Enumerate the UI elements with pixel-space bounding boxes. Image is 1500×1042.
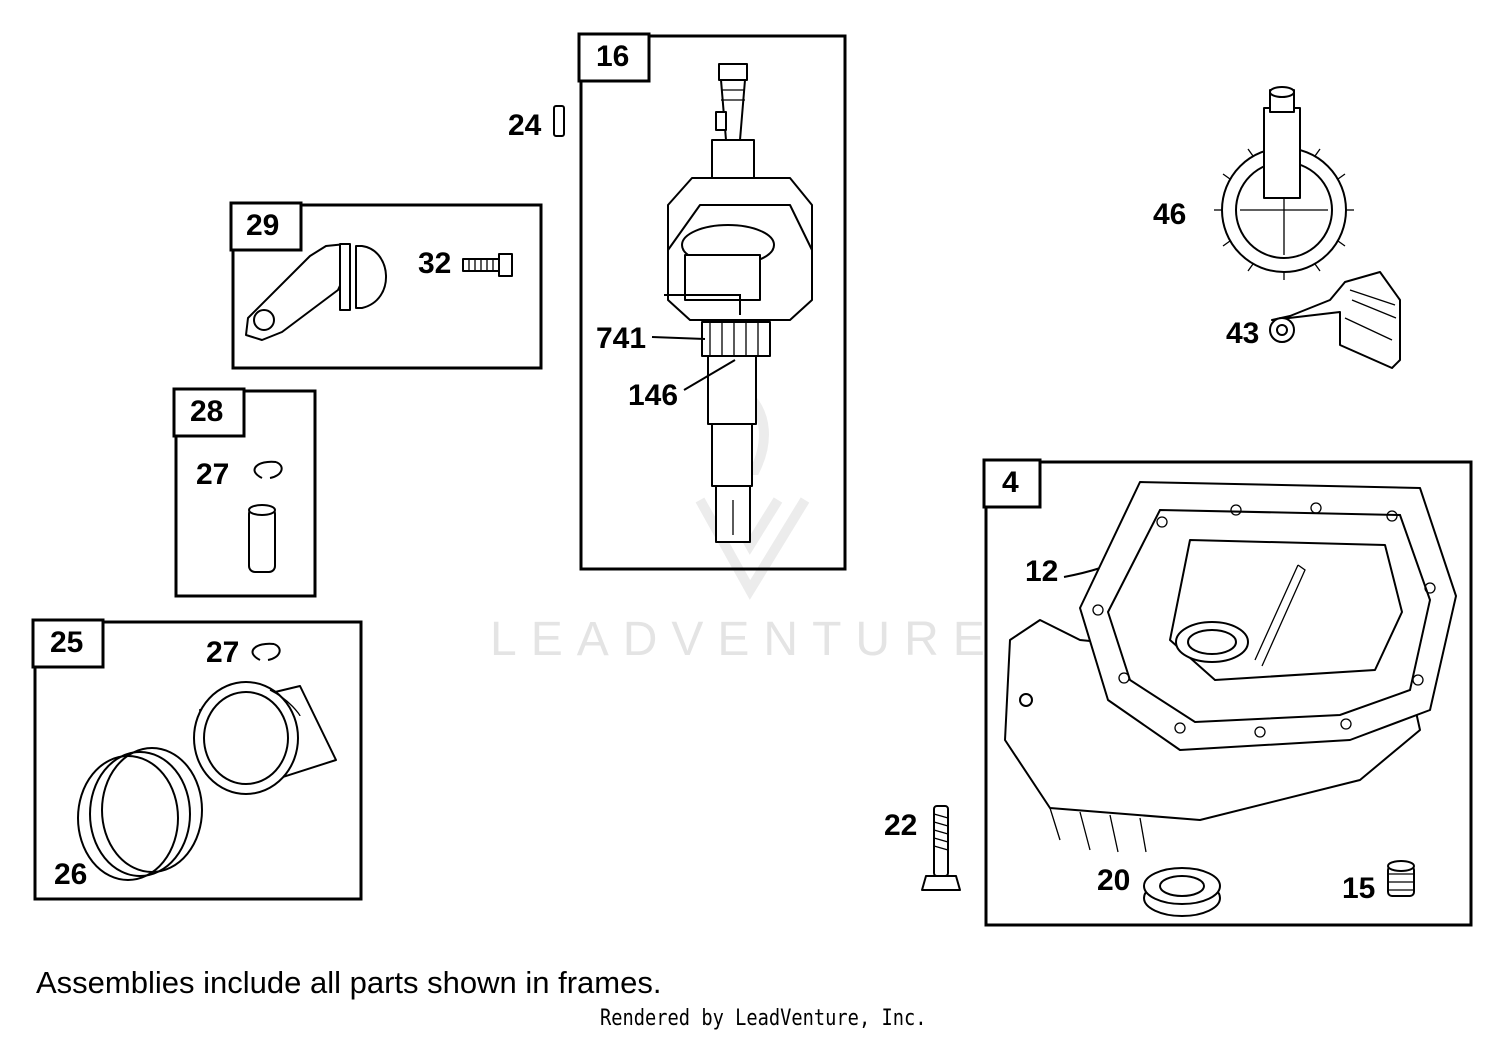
crankshaft-key[interactable]	[553, 105, 565, 137]
camshaft-gear[interactable]	[1214, 86, 1354, 280]
label-27-frame28: 27	[196, 458, 229, 491]
label-43: 43	[1226, 317, 1259, 350]
frame-28-tag: 28	[190, 395, 223, 428]
frame-4: 4	[982, 458, 1473, 927]
connecting-rod[interactable]	[245, 243, 387, 341]
frame-16-tag: 16	[596, 40, 629, 73]
crankcase-bolt[interactable]	[921, 805, 961, 891]
frame-25-tag: 25	[50, 626, 83, 659]
governor-assembly[interactable]	[1269, 271, 1401, 369]
label-24: 24	[508, 109, 542, 142]
retaining-clip[interactable]	[253, 460, 283, 479]
label-12: 12	[1025, 555, 1058, 588]
frame-4-tag: 4	[1002, 466, 1019, 499]
frame-29-tag: 29	[246, 209, 279, 242]
label-15: 15	[1342, 872, 1375, 905]
label-20: 20	[1097, 864, 1130, 897]
label-27-frame25: 27	[206, 636, 239, 669]
oil-seal[interactable]	[1143, 867, 1221, 917]
frame-28: 28	[172, 387, 317, 598]
piston-clip[interactable]	[251, 642, 281, 661]
frame-16: 16	[577, 32, 847, 571]
piston-rings[interactable]	[77, 747, 203, 881]
label-146: 146	[628, 379, 678, 412]
frame-25: 25	[31, 618, 363, 901]
watermark-text: LEADVENTURE	[490, 613, 999, 666]
label-741: 741	[596, 322, 646, 355]
rendered-by-credit: Rendered by LeadVenture, Inc.	[600, 1006, 927, 1031]
label-26: 26	[54, 858, 87, 891]
crankshaft[interactable]	[664, 63, 813, 543]
rod-bolt[interactable]	[462, 253, 513, 277]
assemblies-note: Assemblies include all parts shown in fr…	[36, 965, 662, 1000]
piston-pin[interactable]	[248, 504, 276, 573]
piston[interactable]	[193, 681, 337, 795]
frame-29: 29	[229, 201, 543, 370]
label-32: 32	[418, 247, 451, 280]
label-46: 46	[1153, 198, 1186, 231]
label-22: 22	[884, 809, 917, 842]
crankcase-cover[interactable]	[1004, 481, 1457, 853]
drain-plug[interactable]	[1387, 860, 1415, 897]
